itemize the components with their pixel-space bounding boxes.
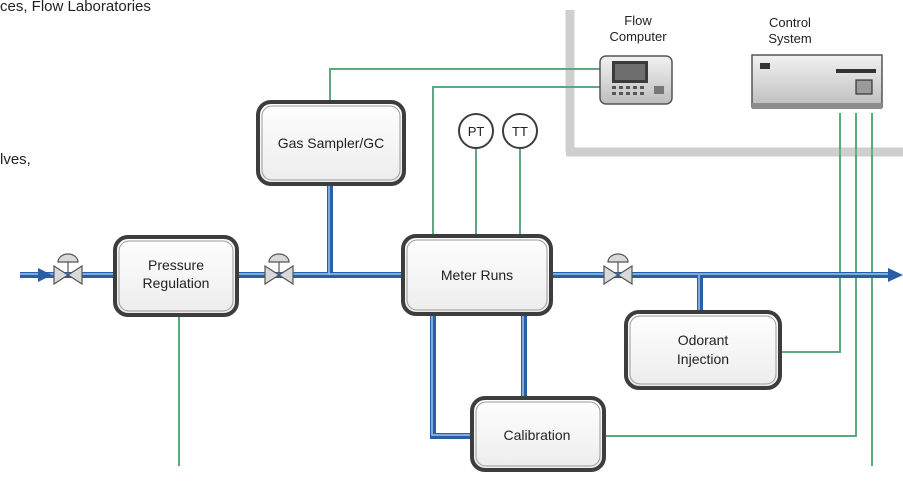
box-pressure-regulation[interactable]: Pressure Regulation [113,235,239,317]
odorant-injection-label-line1: Odorant [678,332,729,348]
box-calibration[interactable]: Calibration [470,396,606,472]
pt-label: PT [468,124,485,139]
signal-lines [178,68,873,466]
pressure-regulation-label-line1: Pressure [148,257,204,273]
flow-computer-icon[interactable] [599,55,673,105]
arrow-in-icon [38,268,52,282]
meter-runs-label: Meter Runs [441,267,513,283]
arrow-out-icon [888,268,903,282]
truncated-text-middle: lves, [0,151,31,168]
flow-computer-label-line2: Computer [609,29,667,44]
pressure-regulation-label-line2: Regulation [143,275,210,291]
control-system-label-line1: Control [769,15,811,30]
box-odorant-injection[interactable]: Odorant Injection [624,310,782,390]
gas-sampler-label: Gas Sampler/GC [278,135,385,151]
valve-icon [603,253,633,286]
valve-icon [264,253,294,286]
box-gas-sampler[interactable]: Gas Sampler/GC [256,100,406,186]
flow-computer-label-line1: Flow [624,13,652,28]
truncated-text-top: ces, Flow Laboratories [0,0,151,15]
calibration-label: Calibration [504,427,571,443]
pt-transmitter[interactable]: PT [458,113,494,149]
tt-label: TT [512,124,528,139]
valve-icon [53,253,83,286]
control-system-label-line2: System [768,31,811,46]
odorant-injection-label-line2: Injection [677,351,729,367]
control-system-icon[interactable] [751,54,883,109]
control-room-boundary [565,10,903,157]
tt-transmitter[interactable]: TT [502,113,538,149]
box-meter-runs[interactable]: Meter Runs [401,234,553,316]
